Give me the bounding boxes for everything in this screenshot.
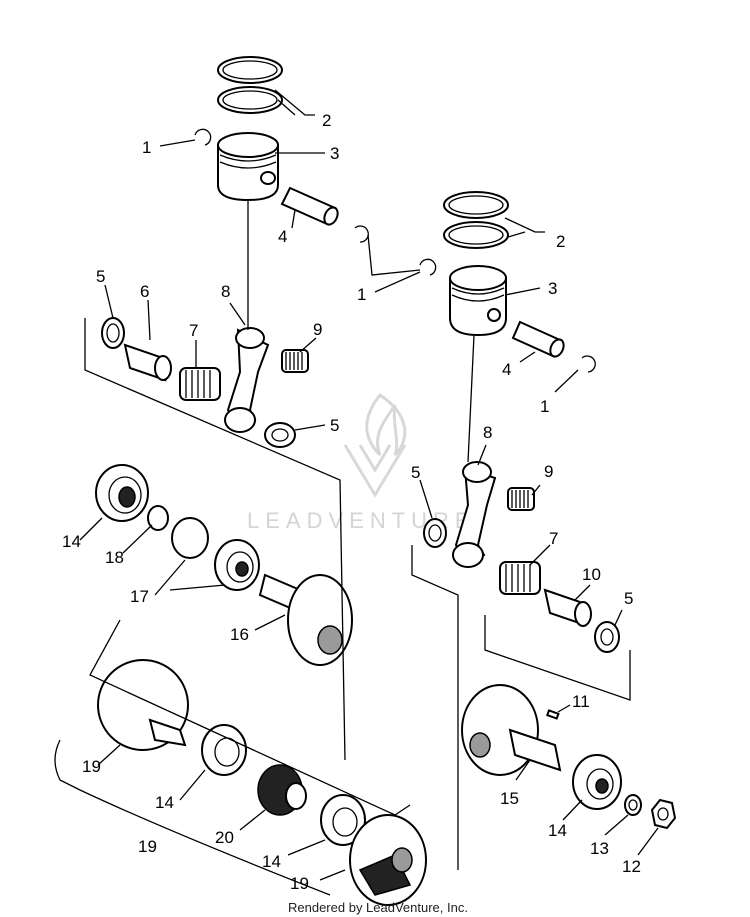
nut-12 bbox=[650, 798, 677, 830]
label-4: 4 bbox=[502, 360, 511, 379]
main-bearing-left-c bbox=[201, 724, 247, 776]
label-5: 5 bbox=[624, 589, 633, 608]
crank-pin-left bbox=[123, 343, 172, 382]
footer-credit: Rendered by LeadVenture, Inc. bbox=[288, 900, 468, 915]
assembly-outline-right bbox=[411, 545, 459, 870]
center-line-right bbox=[467, 334, 475, 463]
label-13: 13 bbox=[590, 839, 609, 858]
label-14: 14 bbox=[548, 821, 567, 840]
bracket-19 bbox=[54, 739, 331, 896]
leadventure-watermark: LEADVENTURE bbox=[247, 392, 470, 533]
connecting-rod-left bbox=[224, 327, 270, 433]
assembly-outline-right-b bbox=[484, 615, 631, 701]
crank-half-19-b bbox=[349, 814, 427, 906]
piston-rings-right bbox=[443, 191, 509, 249]
wrist-pin-left bbox=[280, 186, 339, 226]
label-2: 2 bbox=[322, 111, 331, 130]
woodruff-key-11 bbox=[545, 709, 560, 720]
label-18: 18 bbox=[105, 548, 124, 567]
leader-lines-right bbox=[374, 217, 659, 856]
needle-bearing-left-large bbox=[179, 367, 221, 401]
label-12: 12 bbox=[622, 857, 641, 876]
label-4: 4 bbox=[278, 227, 287, 246]
needle-bearing-right-large bbox=[499, 561, 541, 595]
needle-bearing-left-small bbox=[281, 349, 309, 373]
label-10: 10 bbox=[582, 565, 601, 584]
connecting-rod-right bbox=[452, 461, 497, 568]
washer-13 bbox=[624, 794, 642, 816]
main-bearing-left-d bbox=[320, 794, 366, 846]
assembly-outline-lower-left bbox=[89, 619, 411, 816]
piston-rings-left bbox=[217, 56, 283, 114]
thrust-washer-right-a bbox=[423, 518, 447, 548]
crank-pin-right bbox=[543, 588, 592, 627]
part-number-labels: 1 2 3 4 5 6 7 8 9 5 14 18 17 16 19 14 20… bbox=[62, 111, 641, 893]
label-19: 19 bbox=[82, 757, 101, 776]
thrust-washer-left-b bbox=[264, 422, 296, 448]
crank-half-15 bbox=[461, 684, 562, 776]
crank-half-16 bbox=[258, 573, 353, 666]
label-2: 2 bbox=[556, 232, 565, 251]
label-8: 8 bbox=[221, 282, 230, 301]
assembly-outline-upper-left bbox=[84, 318, 346, 761]
label-19: 19 bbox=[290, 874, 309, 893]
label-5: 5 bbox=[96, 267, 105, 286]
label-1: 1 bbox=[142, 138, 151, 157]
needle-bearing-right-small bbox=[507, 487, 535, 511]
wrist-pin-right bbox=[511, 320, 565, 358]
label-9: 9 bbox=[544, 462, 553, 481]
label-16: 16 bbox=[230, 625, 249, 644]
label-3: 3 bbox=[548, 279, 557, 298]
label-8: 8 bbox=[483, 423, 492, 442]
label-7: 7 bbox=[189, 321, 198, 340]
label-11: 11 bbox=[572, 692, 590, 711]
label-5: 5 bbox=[411, 463, 420, 482]
circlip-left-2 bbox=[354, 225, 369, 243]
circlip-right-1 bbox=[419, 258, 437, 276]
label-1: 1 bbox=[540, 397, 549, 416]
label-9: 9 bbox=[313, 320, 322, 339]
crank-half-19-a bbox=[97, 659, 189, 751]
circlip-right-2 bbox=[581, 355, 596, 373]
circlip-left-1 bbox=[194, 128, 212, 146]
thrust-washer-left-a bbox=[101, 317, 125, 349]
label-3: 3 bbox=[330, 144, 339, 163]
label-14: 14 bbox=[262, 852, 281, 871]
label-17: 17 bbox=[130, 587, 149, 606]
label-7: 7 bbox=[549, 529, 558, 548]
main-bearing-left-b bbox=[214, 539, 260, 591]
snap-ring-17 bbox=[171, 517, 209, 559]
label-6: 6 bbox=[140, 282, 149, 301]
label-1: 1 bbox=[357, 285, 366, 304]
label-14: 14 bbox=[62, 532, 81, 551]
label-20: 20 bbox=[215, 828, 234, 847]
label-19: 19 bbox=[138, 837, 157, 856]
piston-left bbox=[217, 132, 279, 202]
leader-lines-left bbox=[79, 89, 346, 881]
piston-right bbox=[449, 265, 507, 337]
thrust-washer-right-b bbox=[594, 621, 620, 653]
label-14: 14 bbox=[155, 793, 174, 812]
snap-ring-18 bbox=[147, 505, 169, 531]
main-bearing-left-a bbox=[95, 464, 149, 522]
label-15: 15 bbox=[500, 789, 519, 808]
circlip-link bbox=[367, 234, 421, 276]
main-bearing-right bbox=[572, 754, 622, 810]
label-5: 5 bbox=[330, 416, 339, 435]
labyrinth-seal-20 bbox=[257, 764, 307, 816]
